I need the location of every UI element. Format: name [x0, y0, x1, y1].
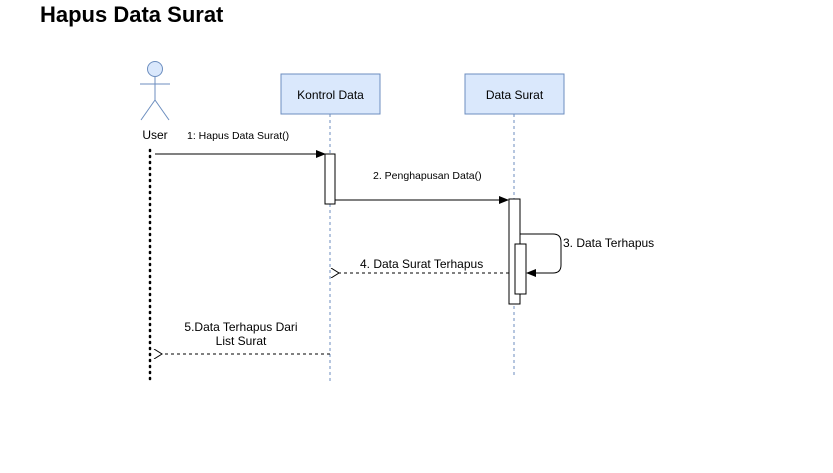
- participant-kontrol-data[interactable]: Kontrol Data: [280, 73, 381, 115]
- message-arrow: [520, 233, 562, 277]
- message-label: 2. Penghapusan Data(): [373, 170, 482, 182]
- message-5[interactable]: 5.Data Terhapus Dari List Surat: [162, 320, 330, 354]
- diagram-title: Hapus Data Surat: [40, 2, 224, 27]
- participant-data-surat[interactable]: Data Surat: [464, 73, 565, 115]
- stick-figure-icon: [140, 61, 170, 121]
- participant-box: [280, 73, 381, 115]
- message-label-line-1: 5.Data Terhapus Dari: [184, 320, 297, 334]
- activation-bar-surat-nested: [514, 243, 527, 295]
- message-label: 1: Hapus Data Surat(): [187, 130, 289, 142]
- message-label: 4. Data Surat Terhapus: [360, 257, 483, 271]
- actor-label: User: [142, 128, 167, 142]
- participant-box: [464, 73, 565, 115]
- message-2[interactable]: 2. Penghapusan Data(): [335, 170, 509, 204]
- message-label-line-2: List Surat: [216, 334, 267, 348]
- actor-user[interactable]: User: [140, 61, 170, 143]
- message-1[interactable]: 1: Hapus Data Surat(): [155, 130, 326, 158]
- participant-label: Data Surat: [486, 88, 544, 102]
- participant-label: Kontrol Data: [297, 88, 364, 102]
- message-4[interactable]: 4. Data Surat Terhapus: [339, 257, 509, 273]
- message-3[interactable]: 3. Data Terhapus: [520, 233, 654, 277]
- message-label: 3. Data Terhapus: [563, 236, 654, 250]
- activation-bar-kontrol: [324, 153, 336, 205]
